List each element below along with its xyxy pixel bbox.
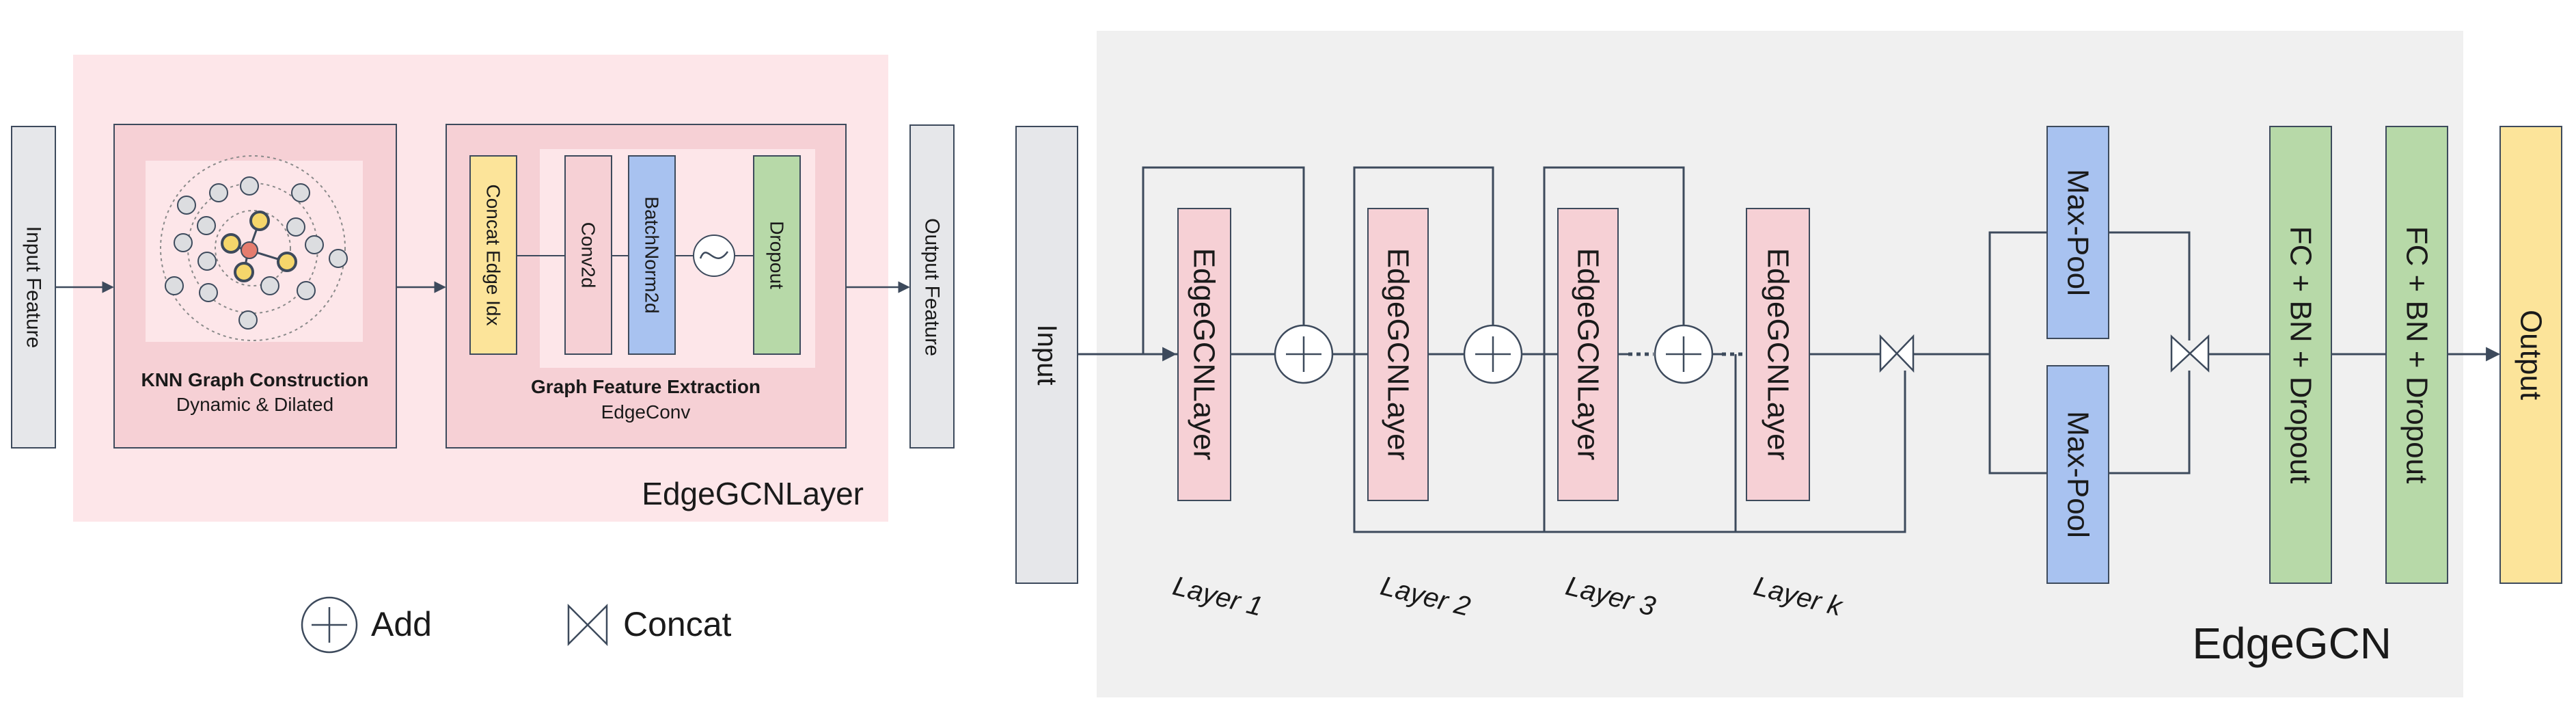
concat-edge-idx-label: Concat Edge Idx [483,184,504,325]
add-node-1 [1274,324,1334,384]
add-node-2 [1463,324,1523,384]
output-box [2499,126,2562,584]
batchnorm2d-box [628,155,676,355]
input-feature-box [11,126,56,449]
max-pool-top-box [2046,126,2109,339]
fc-block-1-label: FC + BN + Dropout [2284,226,2318,484]
dropout-label: Dropout [767,221,788,289]
knn-title: KNN Graph Construction [141,369,369,390]
edgegcnlayer-block-3-label: EdgeGCNLayer [1572,248,1605,461]
conv2d-box [564,155,612,355]
edgegcnlayer-title: EdgeGCNLayer [642,476,864,511]
input-feature-label: Input Feature [23,226,45,348]
gfe-subtitle: EdgeConv [601,401,691,423]
edgegcnlayer-block-1 [1177,208,1231,501]
gfe-title: Graph Feature Extraction [531,376,761,397]
input-label: Input [1032,325,1062,386]
knn-graph-illustration [160,155,348,341]
dropout-box [753,155,801,355]
output-feature-label: Output Feature [921,218,944,356]
fc-block-2-label: FC + BN + Dropout [2400,226,2434,484]
edgegcnlayer-block-2 [1367,208,1429,501]
edgegcnlayer-block-3 [1557,208,1619,501]
add-legend-icon [301,596,358,654]
concat-legend-icon [567,603,608,647]
edgegcn-connectors [1142,166,2386,533]
edgegcnlayer-block-k-label: EdgeGCNLayer [1762,248,1795,461]
concat-edge-idx-box [469,155,517,355]
edgegcnlayer-block-2-label: EdgeGCNLayer [1382,248,1415,461]
max-pool-bottom-label: Max-Pool [2061,411,2095,538]
batchnorm2d-label: BatchNorm2d [642,196,663,313]
conv2d-label: Conv2d [578,222,599,289]
knn-subtitle: Dynamic & Dilated [176,394,333,415]
input-box [1015,126,1078,584]
edgegcn-title: EdgeGCN [2192,619,2392,668]
concat-node-1 [1879,334,1915,373]
fc-block-1 [2269,126,2332,584]
max-pool-bottom-box [2046,365,2109,584]
edgegcnlayer-block-k [1746,208,1810,501]
add-node-3 [1654,324,1714,384]
edgegcnlayer-block-1-label: EdgeGCNLayer [1188,248,1221,461]
concat-legend-label: Concat [623,605,732,643]
output-feature-box [909,124,955,449]
fc-block-2 [2385,126,2448,584]
add-legend-label: Add [371,605,432,643]
max-pool-top-label: Max-Pool [2061,169,2095,296]
activation-icon [693,235,735,277]
output-label: Output [2515,310,2548,400]
concat-node-2 [2170,334,2210,373]
